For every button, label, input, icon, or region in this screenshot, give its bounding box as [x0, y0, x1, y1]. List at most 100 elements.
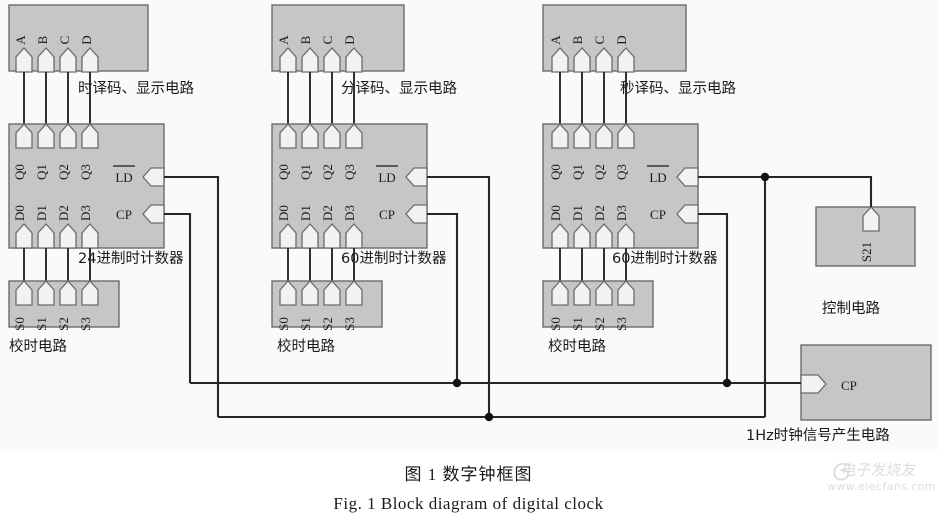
display-label-hour: 时译码、显示电路 — [78, 80, 194, 97]
display-pin-A — [279, 47, 297, 73]
set-label-S1: S1 — [570, 317, 585, 331]
counter-out-label-Q3: Q3 — [342, 164, 357, 180]
counter-out-label-Q0: Q0 — [548, 164, 563, 180]
watermark-swirl-icon — [833, 462, 850, 481]
bus-counter-to-set-minute — [287, 248, 355, 281]
counter-ctrl-pin-CP — [142, 204, 165, 224]
counter-in-label-D2: D2 — [592, 205, 607, 221]
counter-out-pin-Q1 — [573, 123, 591, 149]
column-minute: A B C D 分译码、显示电路 — [271, 4, 457, 355]
counter-label-hour: 24进制时计数器 — [78, 250, 184, 267]
counter-out-label-Q1: Q1 — [570, 164, 585, 180]
display-pin-C — [323, 47, 341, 73]
counter-in-label-D0: D0 — [276, 205, 291, 221]
counter-in-label-D1: D1 — [34, 205, 49, 221]
display-pin-label-C: C — [320, 36, 335, 45]
counter-out-pin-Q3 — [617, 123, 635, 149]
counter-in-pin-D3 — [345, 223, 363, 249]
counter-ctrl-pin-LD — [676, 167, 699, 187]
set-circuit-label-minute: 校时电路 — [277, 338, 335, 355]
counter-ctrl-label-LD: LD — [115, 170, 132, 185]
counter-in-pin-D1 — [301, 223, 319, 249]
display-pin-D — [81, 47, 99, 73]
bus-counter-to-set-second — [559, 248, 627, 281]
set-label-S0: S0 — [276, 317, 291, 331]
wire-hour-ld — [164, 175, 220, 417]
set-circuit-label-hour: 校时电路 — [9, 338, 67, 355]
set-pin-S3 — [345, 280, 363, 306]
set-pin-S2 — [595, 280, 613, 306]
set-pin-S0 — [15, 280, 33, 306]
wire-minute-ld — [427, 175, 491, 417]
set-label-S2: S2 — [592, 317, 607, 331]
counter-ctrl-label-CP: CP — [650, 207, 666, 222]
counter-in-pin-D2 — [59, 223, 77, 249]
set-pin-S1 — [37, 280, 55, 306]
set-block-minute[interactable]: S0 S1 S2 S3 — [271, 280, 383, 331]
set-label-S3: S3 — [78, 317, 93, 331]
counter-out-label-Q0: Q0 — [12, 164, 27, 180]
clock-output-pin-CP — [800, 374, 827, 394]
display-block-second[interactable]: A B C D — [542, 4, 687, 73]
counter-out-pin-Q0 — [551, 123, 569, 149]
counter-ctrl-pin-LD — [405, 167, 428, 187]
set-label-S2: S2 — [320, 317, 335, 331]
counter-out-pin-Q1 — [301, 123, 319, 149]
counter-label-minute: 60进制时计数器 — [341, 250, 447, 267]
display-block-minute[interactable]: A B C D — [271, 4, 405, 73]
counter-in-label-D3: D3 — [342, 205, 357, 221]
counter-out-label-Q3: Q3 — [614, 164, 629, 180]
counter-in-label-D1: D1 — [570, 205, 585, 221]
set-pin-S0 — [551, 280, 569, 306]
block-diagram-svg: A B C D 时译码、显示电路 — [8, 4, 932, 444]
counter-out-label-Q0: Q0 — [276, 164, 291, 180]
bus-display-to-counter-second — [559, 72, 627, 124]
counter-block-hour[interactable]: Q0 Q1 Q2 Q3 D0 D1 D2 D3 LD CP — [8, 123, 165, 249]
set-block-hour[interactable]: S0 S1 S2 S3 — [8, 280, 120, 331]
set-pin-S0 — [279, 280, 297, 306]
counter-ctrl-pin-CP — [676, 204, 699, 224]
counter-out-label-Q1: Q1 — [34, 164, 49, 180]
counter-out-label-Q1: Q1 — [298, 164, 313, 180]
counter-out-pin-Q0 — [279, 123, 297, 149]
counter-block-second[interactable]: Q0 Q1 Q2 Q3 D0 D1 D2 D3 LD CP — [542, 123, 699, 249]
counter-in-pin-D3 — [81, 223, 99, 249]
counter-in-pin-D1 — [37, 223, 55, 249]
set-pin-S1 — [301, 280, 319, 306]
counter-ctrl-label-LD: LD — [649, 170, 666, 185]
counter-in-label-D3: D3 — [614, 205, 629, 221]
display-pin-D — [617, 47, 635, 73]
set-block-second[interactable]: S0 S1 S2 S3 — [542, 280, 654, 331]
watermark-text: 电子发烧友 — [840, 461, 918, 479]
display-pin-label-D: D — [342, 35, 357, 44]
figure-caption: 图 1 数字钟框图 Fig. 1 Block diagram of digita… — [0, 452, 937, 523]
display-pin-label-D: D — [614, 35, 629, 44]
counter-ctrl-pin-CP — [405, 204, 428, 224]
counter-in-pin-D2 — [323, 223, 341, 249]
counter-block-minute[interactable]: Q0 Q1 Q2 Q3 D0 D1 D2 D3 LD CP — [271, 123, 428, 249]
control-circuit-block[interactable]: S21 — [815, 206, 916, 267]
counter-out-pin-Q0 — [15, 123, 33, 149]
display-pin-label-B: B — [298, 35, 313, 44]
junction-dot-ld-minute — [484, 412, 494, 422]
bus-display-to-counter-minute — [287, 72, 355, 124]
set-label-S3: S3 — [614, 317, 629, 331]
clock-source-block[interactable]: CP — [800, 344, 932, 421]
bus-display-to-counter-hour — [23, 72, 91, 124]
set-label-S1: S1 — [34, 317, 49, 331]
set-circuit-label-second: 校时电路 — [548, 338, 606, 355]
display-label-second: 秒译码、显示电路 — [620, 80, 736, 97]
display-pin-A — [551, 47, 569, 73]
control-pin-label-S21: S21 — [859, 242, 874, 262]
display-pin-label-A: A — [548, 35, 563, 45]
counter-label-second: 60进制时计数器 — [612, 250, 718, 267]
junction-dot-cp-minute — [452, 378, 462, 388]
column-second: A B C D 秒译码、显示电路 — [542, 4, 736, 355]
set-pin-S2 — [323, 280, 341, 306]
display-block-hour[interactable]: A B C D — [8, 4, 149, 73]
bus-counter-to-set-hour — [23, 248, 91, 281]
counter-in-pin-D0 — [279, 223, 297, 249]
wire-second-cp — [698, 212, 729, 383]
counter-in-pin-D3 — [617, 223, 635, 249]
counter-out-label-Q2: Q2 — [592, 164, 607, 180]
